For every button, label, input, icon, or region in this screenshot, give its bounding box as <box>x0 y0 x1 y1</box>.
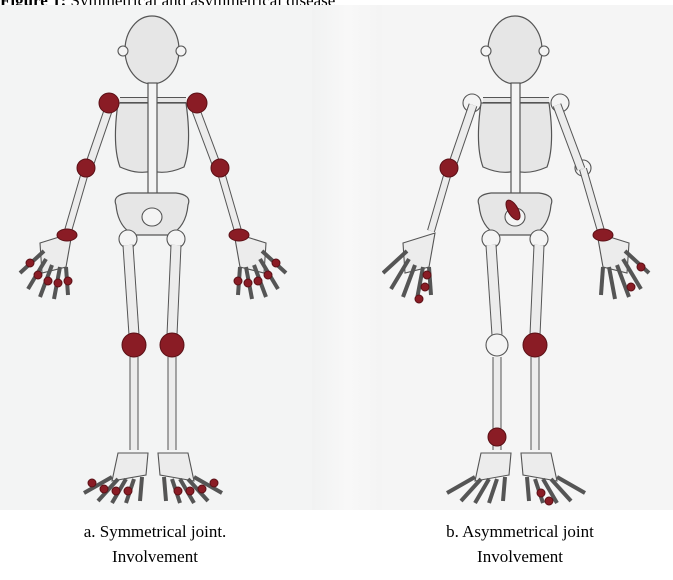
involved-joint <box>54 279 62 287</box>
involved-joint <box>122 333 146 357</box>
involved-joint <box>124 487 132 495</box>
involved-joint <box>100 485 108 493</box>
involved-joint <box>254 277 262 285</box>
involved-joint <box>174 487 182 495</box>
involved-joint <box>593 229 613 241</box>
involved-joint <box>264 271 272 279</box>
involved-joint <box>627 283 635 291</box>
skeleton-symmetric <box>0 5 336 510</box>
involved-joint <box>210 479 218 487</box>
involved-joint <box>64 277 72 285</box>
involved-joint <box>57 229 77 241</box>
involved-joint <box>211 159 229 177</box>
involved-joint <box>99 93 119 113</box>
caption-asymmetric: b. Asymmetrical joint Involvement <box>385 519 655 569</box>
involved-joint <box>187 93 207 113</box>
involved-joint <box>77 159 95 177</box>
involved-joint <box>26 259 34 267</box>
involved-joint <box>537 489 545 497</box>
involved-joint <box>88 479 96 487</box>
involved-joint <box>34 271 42 279</box>
involved-joint <box>545 497 553 505</box>
involved-joint <box>423 271 431 279</box>
involved-joint <box>421 283 429 291</box>
involved-joint <box>186 487 194 495</box>
skeleton-asymmetric <box>382 5 673 510</box>
involved-joint <box>160 333 184 357</box>
skeleton-bones-b <box>383 16 649 503</box>
caption-b-line2: Involvement <box>385 544 655 569</box>
skeleton-bones-a <box>20 16 286 503</box>
involved-joint <box>523 333 547 357</box>
involved-joint <box>234 277 242 285</box>
involved-joint <box>272 259 280 267</box>
caption-a-line1: a. Symmetrical joint. <box>20 519 290 544</box>
involved-joint <box>415 295 423 303</box>
involved-joint <box>44 277 52 285</box>
caption-symmetric: a. Symmetrical joint. Involvement <box>20 519 290 569</box>
caption-b-line1: b. Asymmetrical joint <box>385 519 655 544</box>
involved-joint <box>112 487 120 495</box>
involved-joint <box>198 485 206 493</box>
involved-joint <box>488 428 506 446</box>
involved-joint <box>244 279 252 287</box>
caption-a-line2: Involvement <box>20 544 290 569</box>
involved-joint <box>229 229 249 241</box>
involved-joint <box>440 159 458 177</box>
involved-joint <box>637 263 645 271</box>
